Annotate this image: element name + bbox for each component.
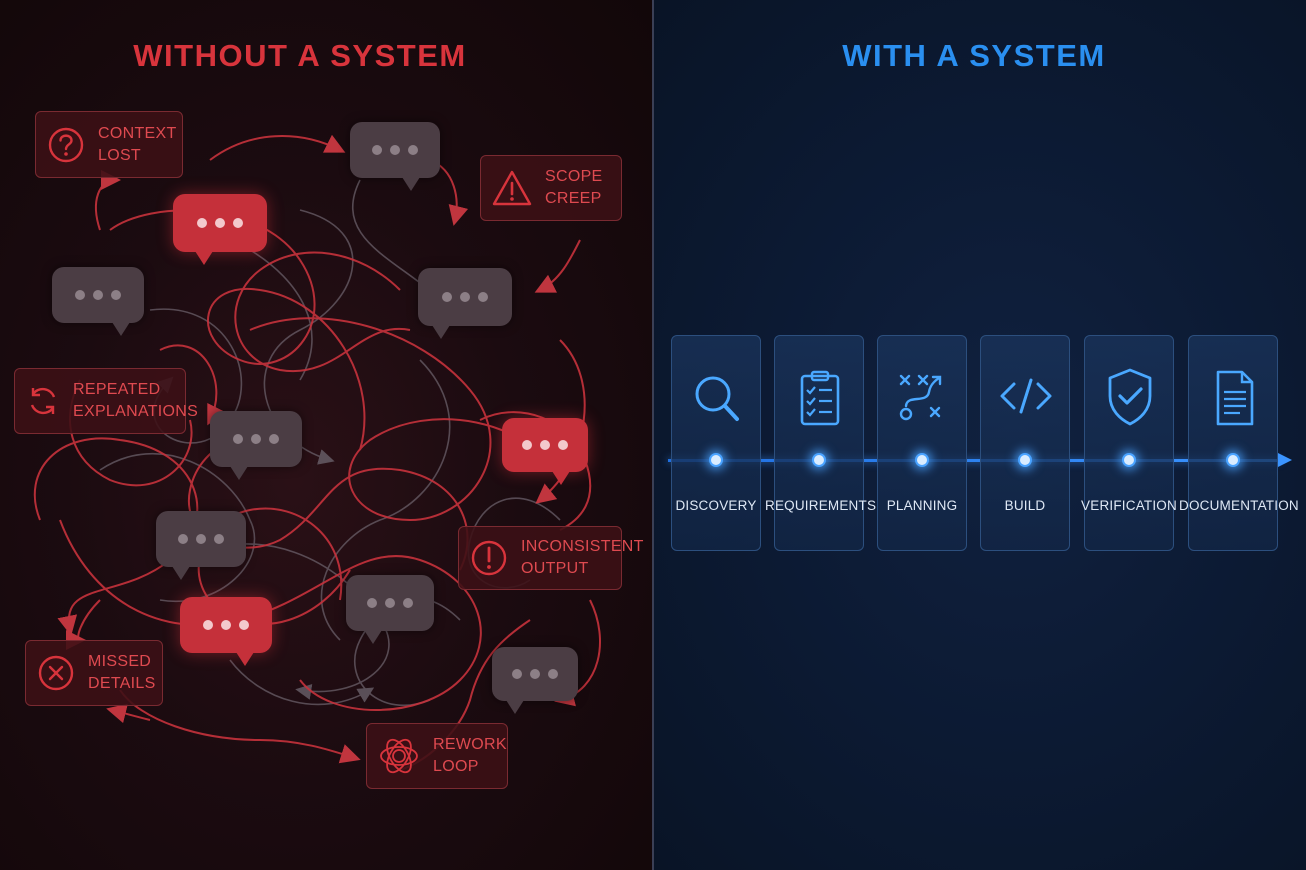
timeline-node [1018,453,1032,467]
refresh-icon [30,387,56,415]
stage-label: PLANNING [886,498,958,513]
clipboard-checklist-icon [800,370,840,426]
stage-planning: PLANNING [877,335,967,551]
stage-build: BUILD [980,335,1070,551]
strategy-play-icon [899,374,942,421]
stage-label: VERIFICATION [1081,498,1177,513]
issue-label: CONTEXT LOST [98,124,177,164]
issue-label: MISSED DETAILS [88,653,156,692]
exclamation-circle-icon [471,540,507,576]
issue-missed-details: MISSED DETAILS [25,640,163,706]
stage-label: DISCOVERY [675,498,757,513]
code-brackets-icon [1000,378,1052,414]
issue-repeated-explanations: REPEATED EXPLANATIONS [14,368,198,434]
chat-bubble-icon [418,268,512,339]
timeline-node [1226,453,1240,467]
stage-documentation: DOCUMENTATION [1179,335,1299,551]
stage-label: BUILD [1004,498,1046,513]
issue-label: SCOPE CREEP [545,168,603,207]
chat-bubble-icon [350,122,440,191]
chat-bubble-icon [180,597,272,666]
chat-bubble-icon [173,194,267,265]
stage-label: DOCUMENTATION [1179,498,1299,513]
warning-triangle-icon [492,170,532,206]
issue-label: INCONSISTENT OUTPUT [521,538,644,577]
panel-divider [652,0,654,870]
timeline-arrowhead [1278,453,1292,467]
timeline-line [668,459,1280,462]
issue-rework-loop: REWORK LOOP [366,723,508,789]
tangle-icon [380,738,418,774]
timeline-node [812,453,826,467]
stage-requirements: REQUIREMENTS [765,335,876,551]
shield-check-icon [1108,368,1152,426]
with-system-title: WITH A SYSTEM [842,38,1106,73]
chat-bubble-icon [346,575,434,644]
issue-label: REPEATED EXPLANATIONS [73,381,199,420]
timeline-node [1122,453,1136,467]
x-circle-icon [38,655,74,691]
issue-inconsistent-output: INCONSISTENT OUTPUT [458,526,643,590]
stage-label: REQUIREMENTS [765,498,877,513]
with-system-panel: WITH A SYSTEM DISCOVERY REQ [654,0,1306,870]
chat-bubble-icon [52,267,144,336]
stage-verification: VERIFICATION [1081,335,1177,551]
chat-bubble-icon [492,647,578,714]
without-system-title: WITHOUT A SYSTEM [133,38,467,73]
chat-bubble-icon [210,411,302,480]
chat-bubble-icon [156,511,246,580]
issue-scope-creep: SCOPE CREEP [480,155,622,221]
stage-discovery: DISCOVERY [671,335,761,551]
issue-context-lost: CONTEXT LOST [35,111,183,178]
magnifier-icon [695,376,739,421]
chat-bubble-icon [502,418,588,485]
question-circle-icon [48,127,84,162]
issue-label: REWORK LOOP [433,736,507,775]
without-system-panel: WITHOUT A SYSTEM [0,0,652,870]
document-icon [1216,370,1254,426]
timeline-node [709,453,723,467]
timeline-node [915,453,929,467]
